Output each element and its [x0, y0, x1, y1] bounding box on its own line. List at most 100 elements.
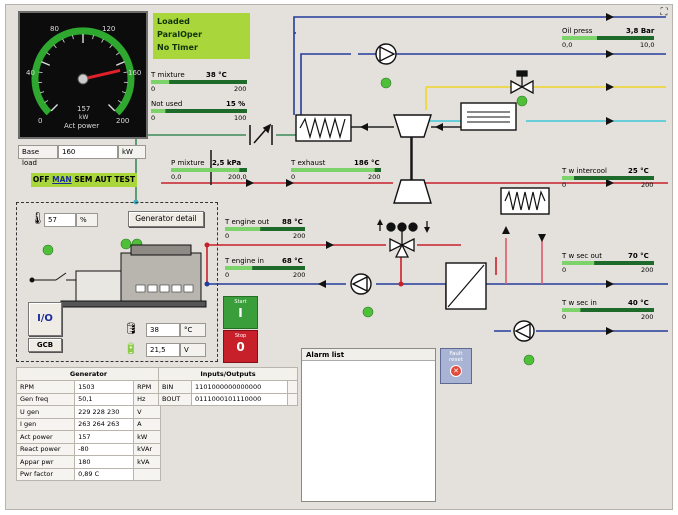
- gauge-tick-mark: [40, 91, 45, 94]
- mode-off[interactable]: OFF: [32, 175, 50, 184]
- io-label-cell: BOUT: [157, 392, 193, 406]
- status-line-3: No Timer: [157, 43, 198, 52]
- not-used-label: Not used: [151, 100, 183, 108]
- t-mixture-min: 0: [151, 85, 156, 93]
- led-sec-pump: [523, 354, 535, 366]
- gauge-tick-mark: [101, 38, 104, 43]
- start-stop-panel: Start I Stop 0: [223, 296, 258, 363]
- p-mixture-max: 200,0: [228, 173, 247, 181]
- p-mixture-min: 0,0: [171, 173, 182, 181]
- temp-input[interactable]: 57: [44, 213, 76, 227]
- stop-symbol: 0: [236, 340, 245, 354]
- mode-man[interactable]: MAN: [52, 175, 72, 184]
- generator-unit-cell: Hz: [133, 392, 161, 406]
- t-exhaust-value: 186 °C: [354, 159, 380, 167]
- oil-temp-input[interactable]: 38: [146, 323, 180, 337]
- gauge-tick-mark: [109, 44, 113, 49]
- expand-icon[interactable]: ⛶: [660, 7, 668, 18]
- generator-label-cell: Pwr factor: [15, 467, 76, 481]
- battery-input[interactable]: 21,5: [146, 343, 180, 357]
- t-engine-out-label: T engine out: [225, 218, 270, 226]
- fault-reset-button[interactable]: Fault reset ✕: [440, 348, 472, 384]
- t-engine-in-max: 200: [293, 271, 306, 279]
- gauge-dial: [31, 27, 135, 116]
- base-load-unit: kW: [118, 145, 146, 159]
- gauge-tick-mark: [62, 38, 65, 43]
- generator-detail-button[interactable]: Generator detail: [128, 211, 204, 227]
- mode-aut[interactable]: AUT: [94, 175, 112, 184]
- led-engine-pump: [362, 306, 374, 318]
- t-w-sec-out-min: 0: [562, 266, 567, 274]
- oil-press-value: 3,8 Bar: [626, 27, 655, 35]
- io-label-cell: BIN: [157, 380, 193, 394]
- io-value-cell: 1101000000000000: [191, 380, 288, 394]
- t-w-intercool-min: 0: [562, 181, 567, 189]
- mode-sem[interactable]: SEM: [74, 175, 93, 184]
- engine-pump-icon: [350, 273, 372, 295]
- t-exhaust-min: 0: [291, 173, 296, 181]
- t-engine-out-value: 88 °C: [282, 218, 303, 226]
- io-button-label: I/O: [37, 313, 53, 324]
- gcb-button[interactable]: GCB: [28, 338, 62, 352]
- t-w-intercool-value: 25 °C: [628, 167, 649, 175]
- t-exhaust-max: 200: [368, 173, 381, 181]
- intercooler-heat-exchanger-icon: [500, 187, 550, 215]
- oil-temp-unit: °C: [180, 323, 206, 337]
- gauge-tick-mark: [46, 52, 51, 56]
- generator-value-cell: 1503: [74, 380, 135, 394]
- io-scroll-button[interactable]: [287, 392, 298, 406]
- generator-label-cell: React power: [15, 442, 76, 456]
- gauge-tick-mark: [115, 52, 120, 56]
- status-line-1: Loaded: [157, 17, 190, 26]
- base-load-label: Base load: [18, 145, 58, 167]
- temp-unit: %: [76, 213, 98, 227]
- t-w-sec-in-label: T w sec in: [562, 299, 597, 307]
- io-scroll-button[interactable]: [287, 380, 298, 394]
- t-w-sec-out-bar: [562, 261, 654, 265]
- gauge-value: 157: [77, 105, 91, 113]
- generator-table-title: Generator: [16, 367, 161, 381]
- oil-cooler-icon: [460, 102, 517, 131]
- start-symbol: I: [238, 306, 243, 320]
- t-w-sec-in-value: 40 °C: [628, 299, 649, 307]
- gauge-tick-mark: [117, 100, 122, 103]
- gauge-tick-0: 0: [38, 117, 43, 125]
- p-mixture-value: 2,5 kPa: [212, 159, 242, 167]
- plate-heat-exchanger-icon: [445, 262, 487, 310]
- alarm-list[interactable]: Alarm list: [301, 348, 436, 502]
- t-w-sec-in-bar: [562, 308, 654, 312]
- generator-set-icon: [29, 244, 207, 308]
- oil-valve-icon: [510, 70, 534, 95]
- generator-value-cell: 0,89 C: [74, 467, 135, 481]
- io-button[interactable]: I/O: [28, 302, 62, 336]
- stop-button[interactable]: Stop 0: [223, 330, 258, 363]
- fault-reset-line2: reset: [449, 357, 463, 363]
- p-mixture-bar: [171, 168, 247, 172]
- throttle-valve-icon: [249, 123, 273, 145]
- led-temp: [42, 244, 54, 256]
- oil-can-icon: 🛢: [124, 322, 138, 335]
- gauge-tick-mark: [92, 35, 94, 40]
- battery-unit: V: [180, 343, 206, 357]
- gauge-label: Act power: [64, 122, 100, 130]
- gauge-tick-mark: [53, 44, 57, 49]
- mode-test[interactable]: TEST: [114, 175, 136, 184]
- base-load-input[interactable]: 160: [58, 145, 118, 159]
- gauge-tick-40: 40: [26, 69, 35, 77]
- t-engine-out-bar: [225, 227, 305, 231]
- gauge-tick-mark: [72, 35, 74, 40]
- generator-unit-cell: [133, 467, 161, 481]
- status-panel: Loaded ParalOper No Timer: [153, 13, 250, 59]
- start-button[interactable]: Start I: [223, 296, 258, 329]
- generator-unit-cell: V: [133, 405, 161, 419]
- gauge-tick-mark: [121, 91, 126, 94]
- led-valve: [516, 95, 528, 107]
- secondary-pump-icon: [513, 320, 535, 342]
